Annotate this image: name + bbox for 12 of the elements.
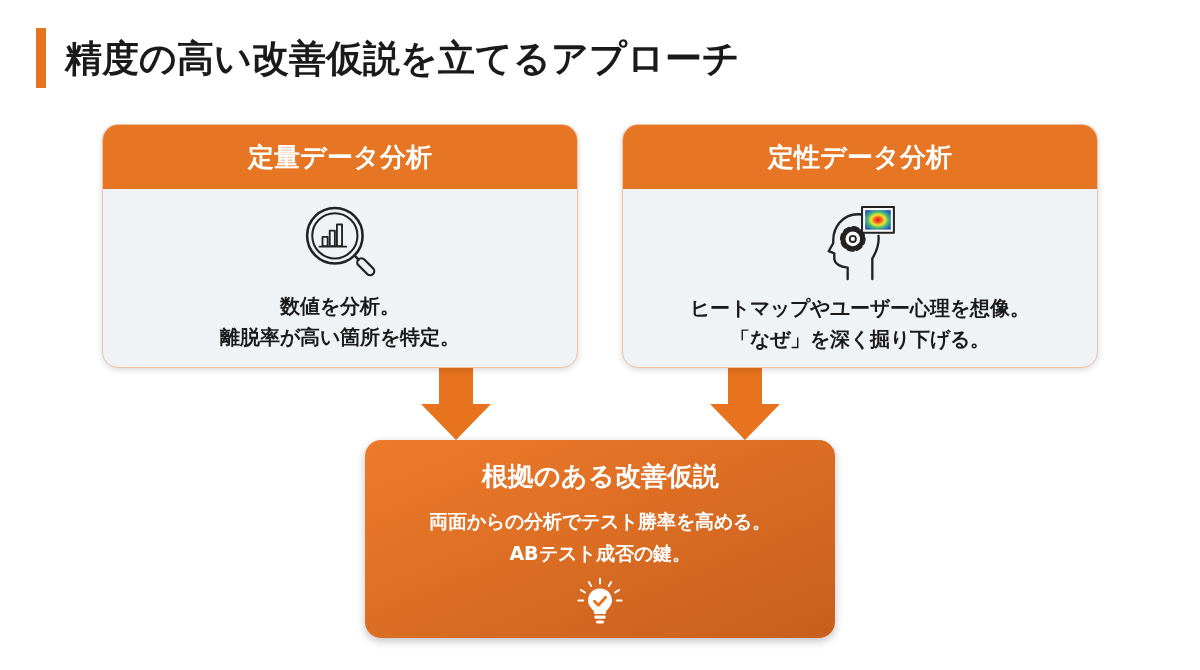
result-description: 両面からの分析でテスト勝率を高める。ABテスト成否の鍵。 — [429, 508, 771, 566]
card-title: 定性データ分析 — [768, 140, 952, 174]
card-description: ヒートマップやユーザー心理を想像。「なぜ」を深く掘り下げる。 — [690, 295, 1030, 353]
card-title: 定量データ分析 — [248, 140, 432, 174]
block-arrow — [421, 368, 491, 440]
card-description: 数値を分析。離脱率が高い箇所を特定。 — [220, 293, 460, 351]
analysis-card — [102, 124, 578, 368]
page-title: 精度の高い改善仮説を立てるアプローチ — [65, 39, 740, 77]
result-title: 根拠のある改善仮説 — [481, 460, 719, 493]
block-arrow — [710, 368, 780, 440]
result-box — [365, 440, 835, 638]
analysis-card — [622, 124, 1098, 368]
